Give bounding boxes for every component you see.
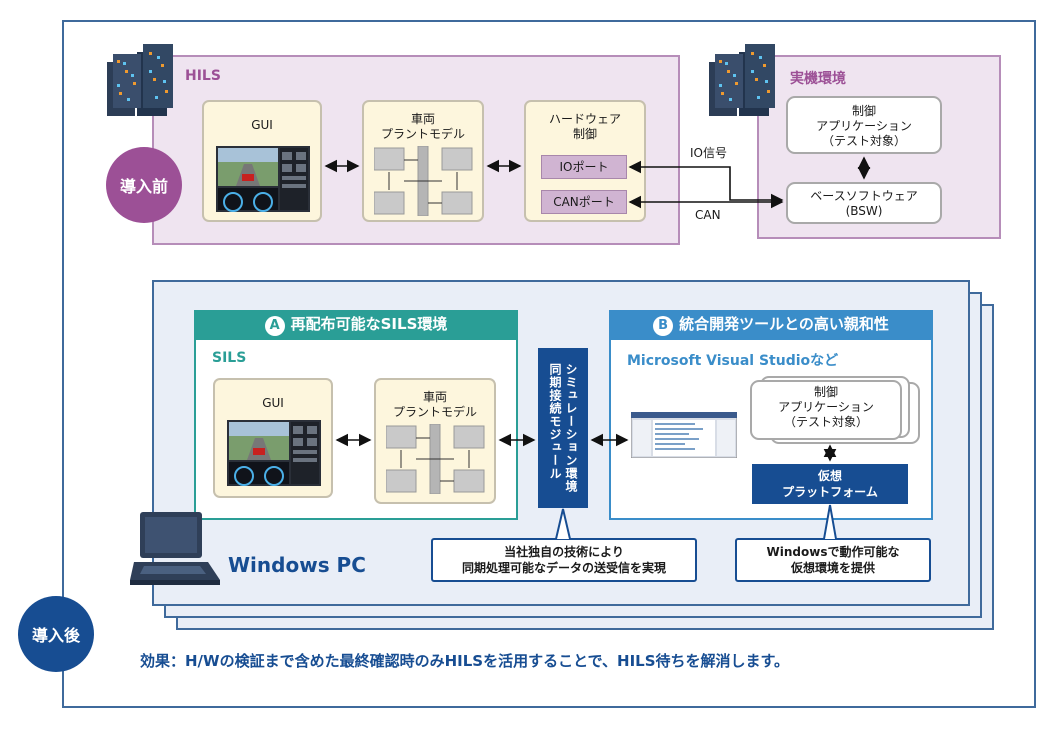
simulator-screenshot-icon — [216, 146, 310, 212]
io-port: IOポート — [541, 155, 627, 179]
virtual-platform-box: 仮想 プラットフォーム — [752, 464, 908, 504]
sils-plant-model-label: 車両 プラントモデル — [392, 390, 477, 419]
hardware-control-label: ハードウェア 制御 — [548, 112, 621, 141]
windows-pc-label: Windows PC — [228, 553, 366, 577]
hils-title: HILS — [185, 68, 221, 84]
sync-module: シミュレーション環境 同期接続モジュール — [538, 348, 588, 508]
b-control-application-box: 制御 アプリケーション （テスト対象） — [750, 380, 902, 440]
sync-callout: 当社独自の技術により 同期処理可能なデータの送受信を実現 — [431, 538, 697, 582]
after-badge: 導入後 — [18, 596, 94, 672]
sils-gui-label: GUI — [262, 396, 284, 410]
laptop-icon — [130, 512, 220, 585]
section-b-header: B 統合開発ツールとの高い親和性 — [609, 310, 933, 340]
section-b-title: 統合開発ツールとの高い親和性 — [679, 315, 889, 333]
server-icon — [107, 44, 173, 116]
sync-callout-pointer — [555, 508, 571, 540]
plant-model-diagram-icon — [374, 146, 473, 216]
section-a-badge: A — [264, 316, 285, 336]
real-env-title: 実機環境 — [790, 71, 846, 87]
visual-studio-title: Microsoft Visual Studioなど — [627, 353, 839, 369]
virtual-env-callout: Windowsで動作可能な 仮想環境を提供 — [735, 538, 931, 582]
io-signal-label: IO信号 — [690, 146, 727, 160]
section-a-header: A 再配布可能なSILS環境 — [194, 310, 518, 340]
plant-model-diagram-icon — [386, 424, 485, 494]
can-signal-label: CAN — [695, 208, 721, 222]
gui-label: GUI — [251, 118, 273, 132]
simulator-screenshot-icon — [227, 420, 321, 486]
section-a-title: 再配布可能なSILS環境 — [290, 315, 448, 333]
io-signal-arrow — [628, 160, 784, 207]
base-software-box: ベースソフトウェア (BSW) — [786, 182, 942, 224]
effect-statement: 効果：H/Wの検証まで含めた最終確認時のみHILSを活用することで、HILS待ち… — [140, 652, 790, 670]
can-port: CANポート — [541, 190, 627, 214]
sils-title: SILS — [212, 350, 247, 366]
ide-screenshot-icon — [631, 412, 737, 458]
server-icon — [709, 44, 775, 116]
plant-model-label: 車両 プラントモデル — [380, 112, 465, 141]
before-badge: 導入前 — [106, 147, 182, 223]
section-b-badge: B — [653, 316, 674, 336]
control-application-box: 制御 アプリケーション （テスト対象） — [786, 96, 942, 154]
platform-callout-pointer — [823, 504, 837, 540]
